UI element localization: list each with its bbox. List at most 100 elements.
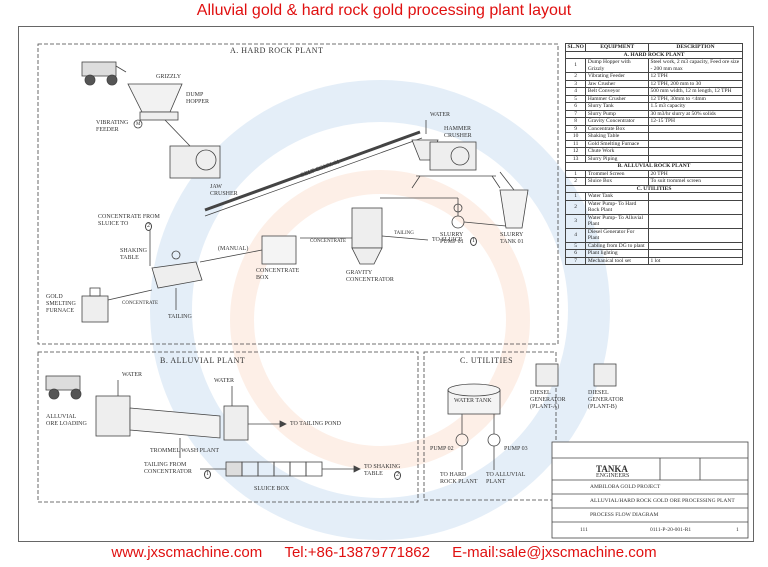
table-cell-description: 1.5 m3 capacity: [648, 102, 743, 111]
table-cell-description: [648, 124, 743, 133]
table-cell-description: [648, 132, 743, 141]
to-tailing-pond-label: TO TAILING POND: [290, 421, 341, 427]
job-number: 111: [580, 527, 588, 533]
table-cell-no: 5: [564, 241, 587, 250]
jaw-crusher-shape: [169, 145, 221, 179]
table-cell-no: 1: [564, 192, 587, 201]
generator-b-shape: [593, 363, 617, 387]
slurry-tank-label: SLURRY TANK 01: [500, 232, 524, 245]
concentrate-furnace-label: CONCENTRATE: [122, 301, 159, 306]
table-section-row: B. ALLUVIAL ROCK PLANT: [565, 162, 743, 171]
table-cell-equipment: Water Tank: [585, 192, 649, 201]
table-cell-equipment: Jaw Crusher: [585, 79, 649, 88]
to-alluvial-label: TO ALLUVIAL PLANT: [486, 472, 526, 485]
footer-email[interactable]: E-mail:sale@jxscmachine.com: [452, 544, 657, 561]
water-label: WATER: [430, 112, 450, 118]
table-cell-description: [648, 147, 743, 156]
table-cell-no: 13: [564, 154, 587, 163]
table-section-row: C. UTILITIES: [565, 184, 743, 193]
footer-website[interactable]: www.jxscmachine.com: [111, 544, 263, 561]
slurry-pump-label: SLURRY PUMP 01: [440, 232, 464, 245]
table-cell-description: [648, 213, 743, 229]
to-sluice-label: TO SLUICE: [432, 237, 463, 243]
table-cell-description: [648, 249, 743, 258]
hard-rock-box: [37, 43, 559, 345]
footer-tel: Tel:+86-13879771862: [284, 544, 430, 561]
table-cell-equipment: Gold Smelting Furnace: [585, 139, 649, 148]
table-cell-equipment: Shaking Table: [585, 132, 649, 141]
table-cell-equipment: Dump Hopper with Grizzly: [585, 58, 649, 73]
utilities-box: [423, 351, 557, 501]
feed-hopper-shape: [95, 395, 131, 437]
table-cell-description: 30 m3/hr slurry at 50% solids: [648, 109, 743, 118]
table-cell-equipment: Diesel Generator For Plant: [585, 227, 649, 243]
table-section-title: C. UTILITIES: [565, 184, 743, 193]
tailing-ref-1: 1: [204, 470, 211, 479]
table-cell-equipment: Plant lighting: [585, 249, 649, 258]
table-cell-equipment: Slurry Pump: [585, 109, 649, 118]
tailing-label: TAILING: [168, 314, 192, 320]
table-cell-no: 2: [564, 177, 587, 186]
table-cell-no: 6: [564, 102, 587, 111]
table-cell-equipment: Belt Conveyor: [585, 87, 649, 96]
hard-rock-title: A. HARD ROCK PLANT: [230, 46, 324, 55]
pump03-label: PUMP 03: [504, 446, 528, 452]
drawing-sheet: [18, 26, 754, 542]
table-cell-no: 1: [564, 58, 587, 73]
vibrating-feeder-label: VIBRATING FEEDER: [96, 120, 129, 133]
shaking-table-shape: [151, 261, 203, 289]
table-cell-equipment: Slurry Piping: [585, 154, 649, 163]
pump02-shape: [455, 433, 469, 447]
dump-hopper: [127, 83, 183, 113]
col-equipment: EQUIPMENT: [585, 43, 649, 52]
table-section-title: B. ALLUVIAL ROCK PLANT: [565, 162, 743, 171]
table-cell-no: 5: [564, 94, 587, 103]
manual-label: (MANUAL): [218, 246, 249, 252]
water-label-2: WATER: [214, 378, 234, 384]
table-cell-equipment: Chute Work: [585, 147, 649, 156]
gold-furnace-shape: [81, 295, 109, 323]
concentrate-from-sluice-label: CONCENTRATE FROM SLUICE TO: [98, 214, 160, 227]
to-hard-rock-label: TO HARD ROCK PLANT: [440, 472, 478, 485]
alluvial-box: [37, 351, 419, 503]
col-slno: SL.NO: [564, 43, 587, 52]
utilities-title: C. UTILITIES: [460, 356, 514, 365]
table-cell-description: [648, 154, 743, 163]
ore-loading-label: ALLUVIAL ORE LOADING: [46, 414, 87, 427]
concentrate-box-shape: [261, 235, 297, 265]
table-cell-equipment: Trommel Screen: [585, 169, 649, 178]
table-cell-description: [648, 241, 743, 250]
sluice-box-shape: [225, 461, 323, 477]
table-cell-equipment: Slurry Tank: [585, 102, 649, 111]
table-cell-description: 12-15 TPH: [648, 117, 743, 126]
table-cell-no: 4: [564, 87, 587, 96]
table-cell-no: 3: [564, 213, 587, 229]
gravity-concentrator-shape: [351, 207, 383, 249]
table-cell-no: 6: [564, 249, 587, 258]
col-description: DESCRIPTION: [648, 43, 743, 52]
table-cell-no: 2: [564, 72, 587, 81]
sheet-number: 1: [736, 527, 739, 533]
table-header-row: SL.NO EQUIPMENT DESCRIPTION: [564, 43, 743, 52]
table-cell-no: 4: [564, 227, 587, 243]
table-cell-equipment: Concentrate Box: [585, 124, 649, 133]
table-cell-no: 10: [564, 132, 587, 141]
drawing-title: ALLUVIAL/HARD ROCK GOLD ORE PROCESSING P…: [590, 498, 735, 504]
table-cell-no: 3: [564, 79, 587, 88]
tailing-from-conc-label: TAILING FROM CONCENTRATOR: [144, 462, 192, 475]
generator-a-label: DIESEL GENERATOR (PLANT-A): [530, 390, 566, 410]
table-cell-equipment: Gravity Concentrator: [585, 117, 649, 126]
table-cell-no: 7: [564, 256, 587, 265]
